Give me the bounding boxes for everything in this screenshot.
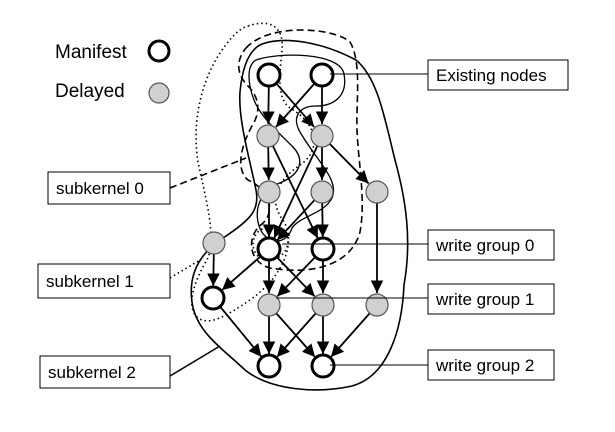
manifest-node-e0 [200, 285, 226, 311]
region-outlines [190, 22, 409, 391]
delayed-node-e2 [311, 293, 335, 317]
edge-group [207, 82, 384, 358]
leader-subkernel-2 [169, 345, 221, 377]
legend: Manifest Delayed [55, 39, 171, 104]
delayed-node-b1 [256, 124, 280, 148]
edge-e2-f1 [276, 312, 317, 358]
delayed-node-b2 [310, 124, 334, 148]
callout-existing-nodes: Existing nodes [427, 59, 569, 91]
manifest-node-a2 [309, 62, 335, 88]
callout-subkernel-1-text: subkernel 1 [46, 272, 134, 291]
edge-b2-d1 [273, 145, 319, 239]
edge-d2-e1 [276, 256, 317, 297]
callout-write-group-1-text: write group 1 [435, 290, 534, 309]
manifest-node-f1 [256, 353, 282, 379]
manifest-node-d1 [256, 236, 282, 262]
callout-existing-nodes-text: Existing nodes [436, 66, 547, 85]
callout-write-group-0: write group 0 [427, 229, 555, 261]
leader-subkernel-1 [169, 259, 201, 279]
manifest-node-f2 [310, 353, 336, 379]
callout-subkernel-0: subkernel 0 [47, 171, 171, 205]
edge-e3-f2 [330, 312, 371, 358]
legend-delayed-label: Delayed [55, 81, 125, 102]
manifest-node-d2 [310, 236, 336, 262]
edge-a2-b1 [275, 82, 316, 128]
delayed-node-d0 [202, 231, 226, 255]
edge-a1-b1 [262, 85, 275, 125]
delayed-node-c2 [310, 180, 334, 204]
callout-write-group-2: write group 2 [427, 349, 555, 381]
callout-subkernel-0-text: subkernel 0 [56, 179, 144, 198]
callout-write-group-0-text: write group 0 [435, 236, 534, 255]
leader-lines [169, 73, 428, 377]
legend-delayed-icon [148, 82, 170, 104]
leader-subkernel-0 [169, 157, 247, 189]
edge-d1-e0 [221, 255, 262, 291]
edge-b2-c3 [329, 143, 370, 185]
callout-write-group-2-text: write group 2 [435, 356, 534, 375]
edge-d0-e0 [207, 253, 220, 287]
edge-b1-c1 [262, 146, 275, 181]
delayed-node-e1 [257, 293, 281, 317]
callout-subkernel-2: subkernel 2 [39, 355, 171, 389]
delayed-node-c3 [365, 180, 389, 204]
edge-c2-d2 [316, 202, 329, 238]
edge-c2-d1 [276, 199, 316, 241]
subkernel-0-outline [237, 29, 364, 272]
manifest-node-a1 [256, 62, 282, 88]
edge-e0-f1 [219, 305, 263, 358]
callout-subkernel-1: subkernel 1 [37, 263, 171, 299]
subkernel-2-outline [190, 39, 409, 391]
delayed-node-c1 [257, 180, 281, 204]
callout-write-group-1: write group 1 [427, 283, 555, 315]
existing-nodes-outline [248, 54, 346, 242]
delayed-node-e3 [365, 293, 389, 317]
legend-manifest-icon [147, 39, 171, 63]
legend-manifest-label: Manifest [55, 42, 128, 63]
callout-subkernel-2-text: subkernel 2 [48, 363, 136, 382]
